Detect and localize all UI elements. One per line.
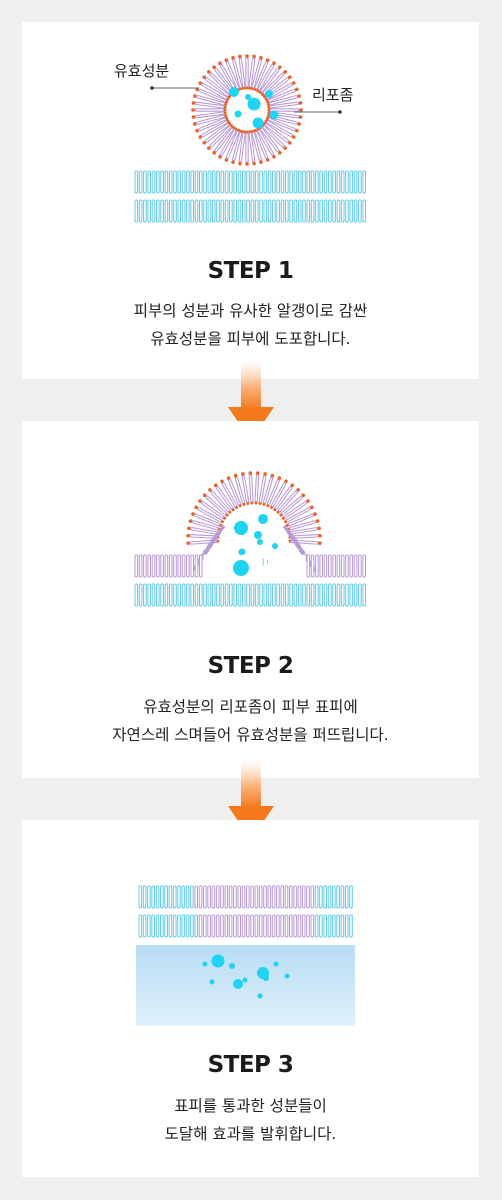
step2-desc-line1: 유효성분의 리포좀이 피부 표피에 (143, 698, 358, 716)
skin-layer-bottom (138, 914, 353, 938)
step1-card: 유효성분 리포좀 STEP 1 피부의 성분과 유사한 알갱이로 감싼 유효성분… (22, 22, 479, 379)
step3-card: STEP 3 표피를 통과한 성분들이 도달해 효과를 발휘합니다. (22, 820, 479, 1177)
step3-absorption-illustration (136, 885, 355, 1026)
ingredient-label: 유효성분 (114, 62, 170, 80)
skin-layer-bottom (134, 583, 366, 607)
step3-description: 표피를 통과한 성분들이 도달해 효과를 발휘합니다. (22, 1092, 479, 1148)
liposome-shell (191, 54, 303, 166)
step2-title: STEP 2 (207, 653, 294, 679)
released-ingredient (233, 560, 249, 576)
dermis-layer (136, 945, 355, 1026)
skin-layer-bottom (134, 199, 366, 223)
absorbed-ingredients (202, 954, 290, 999)
step1-liposome-illustration (134, 54, 366, 223)
step2-fusion-illustration (134, 471, 366, 607)
ingredient-pointer-dot (150, 86, 154, 90)
liposome-label: 리포좀 (312, 86, 354, 104)
liposome-ingredients (229, 87, 279, 129)
liposome-pointer-dot (338, 110, 342, 114)
step2-card: STEP 2 유효성분의 리포좀이 피부 표피에 자연스레 스며들어 유효성분을… (22, 421, 479, 778)
step1-desc-line2: 유효성분을 피부에 도포합니다. (150, 330, 351, 348)
step2-desc-line2: 자연스레 스며들어 유효성분을 퍼뜨립니다. (112, 726, 389, 744)
step1-description: 피부의 성분과 유사한 알갱이로 감싼 유효성분을 피부에 도포합니다. (22, 297, 479, 353)
step3-desc-line2: 도달해 효과를 발휘합니다. (164, 1125, 337, 1143)
skin-layer-top (138, 885, 353, 909)
step2-description: 유효성분의 리포좀이 피부 표피에 자연스레 스며들어 유효성분을 퍼뜨립니다. (22, 693, 479, 749)
skin-layer-top (134, 554, 366, 578)
step1-title: STEP 1 (207, 258, 294, 284)
step3-title: STEP 3 (207, 1052, 294, 1078)
step1-desc-line1: 피부의 성분과 유사한 알갱이로 감싼 (133, 302, 368, 320)
step3-desc-line1: 표피를 통과한 성분들이 (174, 1097, 327, 1115)
skin-layer-top (134, 170, 366, 194)
